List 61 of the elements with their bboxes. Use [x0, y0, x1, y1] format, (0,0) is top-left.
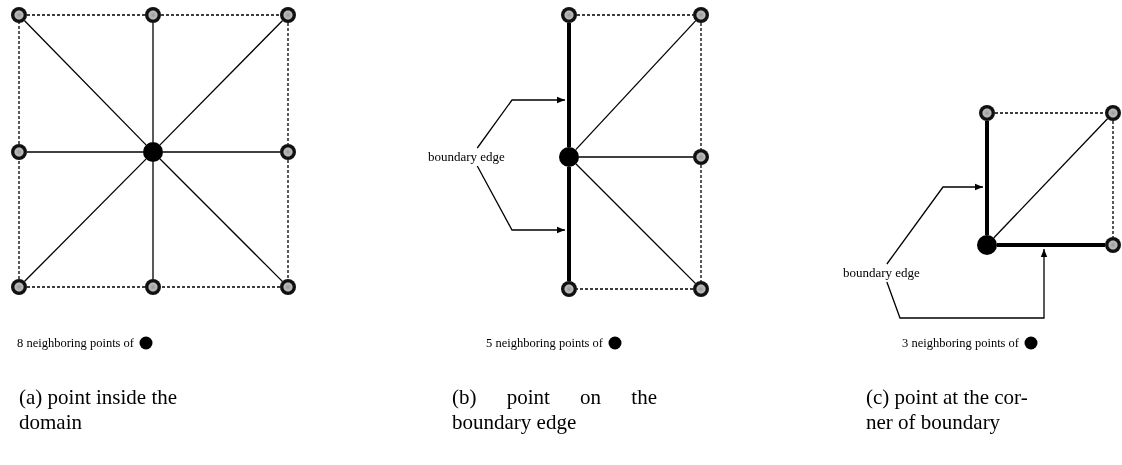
neighbor-point [11, 7, 27, 23]
figure-caption: 3 neighboring points of [902, 335, 1019, 351]
mesh-edge [152, 161, 154, 280]
mesh-edge [159, 158, 283, 282]
subfigure-caption: (a) point inside the domain [19, 385, 179, 435]
boundary-edge-line [997, 243, 1105, 247]
mesh-edge [152, 22, 154, 143]
dashed-edge [287, 159, 289, 280]
leader-line [886, 248, 1048, 319]
leader-line [476, 96, 566, 149]
neighbor-point [280, 144, 296, 160]
mesh-edge [162, 151, 281, 153]
figure-caption: 5 neighboring points of [486, 335, 603, 351]
center-point [143, 142, 163, 162]
leader-line [886, 183, 984, 265]
mesh-edge [575, 163, 696, 284]
neighbor-point [561, 281, 577, 297]
neighbor-point [11, 144, 27, 160]
boundary-edge-line [567, 23, 571, 147]
mesh-edge [159, 20, 284, 146]
callout-label: boundary edge [843, 265, 920, 281]
dashed-edge [700, 164, 702, 282]
mesh-edge [578, 156, 694, 158]
dashed-edge [576, 288, 694, 290]
dashed-edge [160, 286, 281, 288]
dashed-edge [994, 112, 1106, 114]
dashed-edge [700, 22, 702, 150]
neighbor-point [11, 279, 27, 295]
dashed-edge [160, 14, 281, 16]
callout-label: boundary edge [428, 149, 505, 165]
neighbor-point [979, 105, 995, 121]
mesh-edge [23, 20, 147, 146]
mesh-edge [993, 118, 1109, 239]
mesh-edge [575, 20, 697, 151]
neighbor-point [1105, 237, 1121, 253]
subfigure-caption: (b) point on the boundary edge [452, 385, 657, 435]
neighbor-point [693, 281, 709, 297]
boundary-edge-line [985, 121, 989, 235]
figure-caption: 8 neighboring points of [17, 335, 134, 351]
neighbor-point [1105, 105, 1121, 121]
center-point [559, 147, 579, 167]
dashed-edge [26, 14, 146, 16]
dashed-edge [287, 22, 289, 145]
leader-line [476, 165, 566, 234]
neighbor-point [280, 7, 296, 23]
dashed-edge [18, 22, 20, 145]
neighbor-point [280, 279, 296, 295]
subfigure-caption: (c) point at the cor-ner of boundary [866, 385, 1029, 435]
dashed-edge [26, 286, 146, 288]
dashed-edge [18, 159, 20, 280]
neighbor-point [145, 279, 161, 295]
mesh-edge [24, 158, 147, 282]
neighbor-point [693, 149, 709, 165]
neighbor-point [145, 7, 161, 23]
neighbor-point [561, 7, 577, 23]
dashed-edge [1112, 120, 1114, 238]
mesh-edge [26, 151, 144, 153]
boundary-edge-line [567, 167, 571, 281]
neighbor-point [693, 7, 709, 23]
center-point [977, 235, 997, 255]
dashed-edge [576, 14, 694, 16]
